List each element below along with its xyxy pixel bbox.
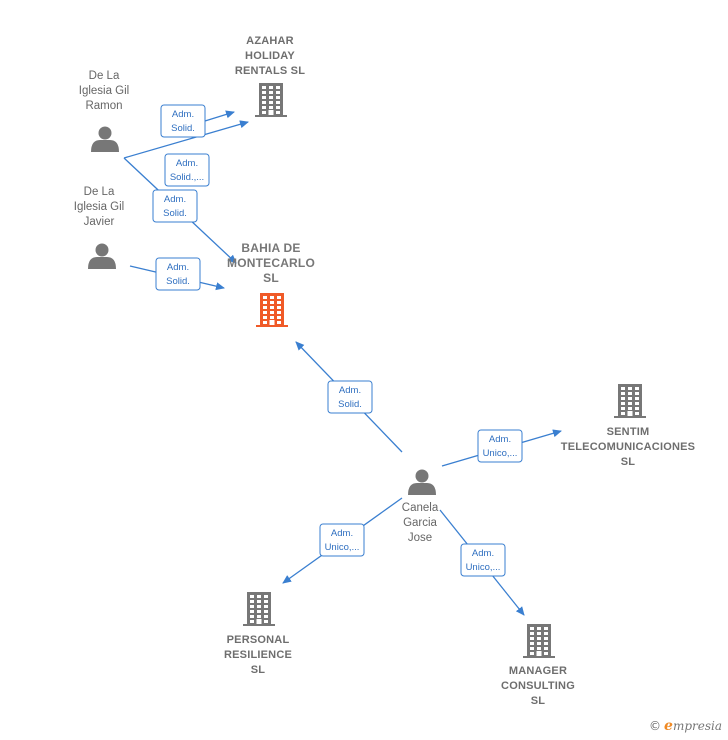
company-c_bahia-label-line: BAHIA DE: [241, 241, 300, 255]
company-c_sentim-label-line: SENTIM: [607, 426, 650, 438]
edge-label-line: Solid.: [166, 276, 190, 287]
company-c_manager-label-line: MANAGER: [509, 665, 567, 677]
brand-initial: e: [664, 718, 673, 734]
person-p_jose-label-line: Jose: [408, 532, 432, 544]
company-c_manager-label-line: SL: [531, 695, 546, 707]
company-c_bahia-label-line: SL: [263, 271, 279, 285]
company-c_personal-label-line: RESILIENCE: [224, 649, 292, 661]
person-p_ramon-label-line: De La: [89, 70, 120, 82]
edge-labels-layer: Adm. Solid. Adm. Solid.,... Adm. Solid. Adm. So…: [152, 104, 523, 577]
edge-label-e2[interactable]: Adm. Solid.,...: [164, 153, 210, 187]
building-icon: [255, 83, 287, 117]
company-c_sentim-label-line: SL: [621, 456, 636, 468]
person-icon: [408, 469, 436, 495]
edge-label-line: Adm.: [167, 262, 189, 273]
person-p_ramon-label-line: Iglesia Gil: [79, 85, 130, 97]
company-c_manager-label-line: CONSULTING: [501, 680, 575, 692]
company-c_sentim-label-line: TELECOMUNICACIONES: [561, 441, 695, 453]
edge-label-e4[interactable]: Adm. Solid.: [155, 257, 201, 291]
company-c_bahia-label-line: MONTECARLO: [227, 256, 315, 270]
edge-label-e3[interactable]: Adm. Solid.: [152, 189, 198, 223]
building-icon: [256, 293, 288, 327]
edge-label-line: Adm.: [472, 548, 494, 559]
edge-label-line: Unico,...: [466, 562, 501, 573]
building-icon: [614, 384, 646, 418]
edge-label-line: Solid.: [171, 123, 195, 134]
edge-label-line: Solid.: [338, 399, 362, 410]
edge-label-e6[interactable]: Adm. Unico,...: [477, 429, 523, 463]
edge-p_javier-to-c_azahar: [123, 120, 249, 159]
company-c_personal-label-line: PERSONAL: [227, 634, 290, 646]
person-icon: [91, 126, 119, 152]
building-icon: [523, 624, 555, 658]
person-p_javier-label-line: Javier: [84, 216, 115, 228]
company-c_azahar-label-line: RENTALS SL: [235, 65, 305, 77]
edge-label-e1[interactable]: Adm. Solid.: [160, 104, 206, 138]
edge-label-line: Solid.: [163, 208, 187, 219]
person-p_jose-label-line: Garcia: [403, 517, 437, 529]
edge-label-line: Adm.: [489, 434, 511, 445]
edge-label-line: Unico,...: [325, 542, 360, 553]
edge-label-line: Adm.: [164, 194, 186, 205]
company-c_azahar-label-line: HOLIDAY: [245, 50, 295, 62]
edge-label-line: Adm.: [176, 158, 198, 169]
edge-label-line: Solid.,...: [170, 172, 204, 183]
edge-label-e5[interactable]: Adm. Solid.: [327, 380, 373, 414]
person-icon: [88, 243, 116, 269]
person-p_javier-label-line: De La: [84, 186, 115, 198]
person-p_javier-label-line: Iglesia Gil: [74, 201, 125, 213]
copyright-symbol: ©: [649, 719, 662, 733]
company-c_azahar-label-line: AZAHAR: [246, 35, 294, 47]
company-c_personal-label-line: SL: [251, 664, 266, 676]
person-p_ramon-label-line: Ramon: [85, 100, 122, 112]
person-p_jose-label-line: Canela: [402, 502, 439, 514]
edge-label-line: Adm.: [339, 385, 361, 396]
brand-name: mpresia: [672, 719, 722, 733]
edge-label-line: Adm.: [331, 528, 353, 539]
edge-label-line: Unico,...: [483, 448, 518, 459]
edge-label-e7[interactable]: Adm. Unico,...: [319, 523, 365, 557]
building-icon: [243, 592, 275, 626]
empresia-watermark[interactable]: ©empresia: [649, 718, 722, 734]
edge-label-e8[interactable]: Adm. Unico,...: [460, 543, 506, 577]
edge-label-line: Adm.: [172, 109, 194, 120]
